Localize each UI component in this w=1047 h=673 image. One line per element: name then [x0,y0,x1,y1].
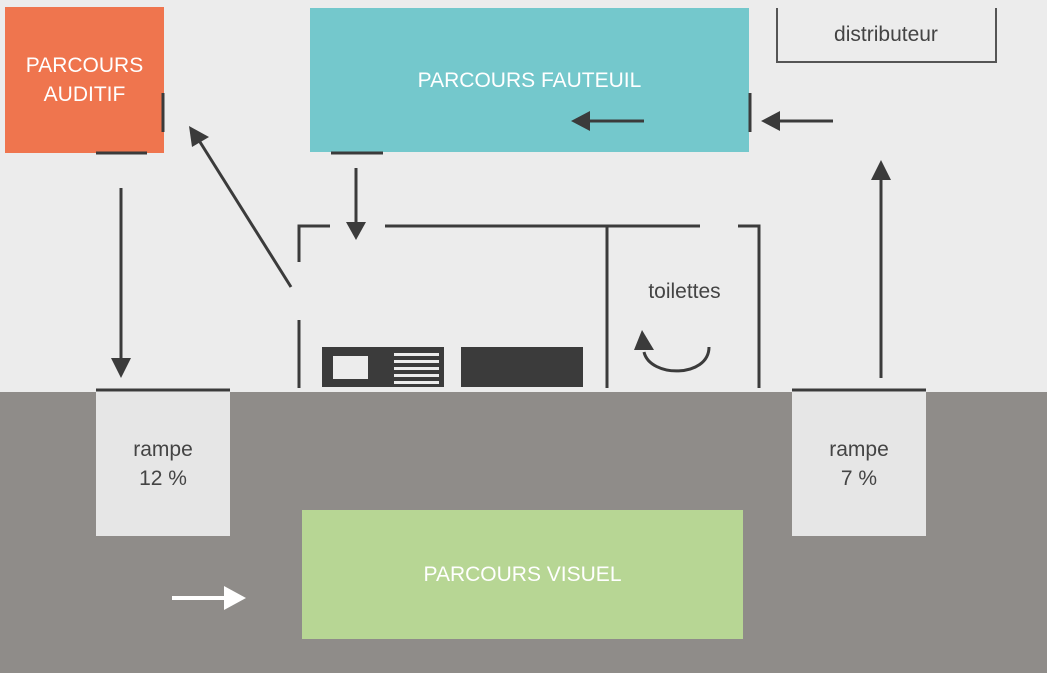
parcours-fauteuil-zone: PARCOURS FAUTEUIL [310,8,749,152]
parcours-auditif-zone: PARCOURS AUDITIF [5,7,164,153]
rampe-left-label: rampe 12 % [133,438,193,490]
rampe-right-label: rampe 7 % [829,438,889,490]
rampe-left-box: rampe 12 % [96,392,230,536]
rampe-right-box: rampe 7 % [792,392,926,536]
parcours-visuel-zone: PARCOURS VISUEL [302,510,743,639]
distributeur-label: distributeur [834,23,938,46]
toilettes-label: toilettes [648,280,721,303]
